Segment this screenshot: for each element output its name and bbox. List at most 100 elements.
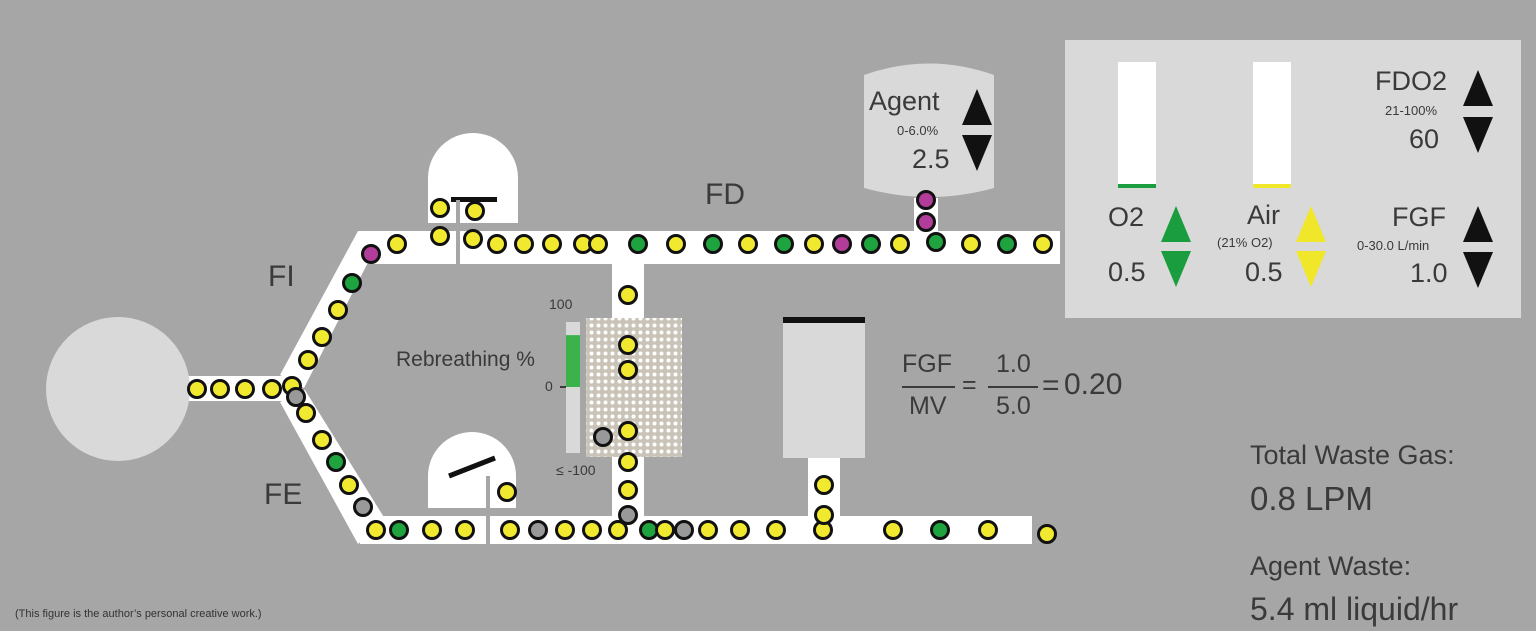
fgf-decrease-arrow-icon[interactable] [1463, 252, 1493, 288]
gas-molecule [528, 520, 548, 540]
gas-molecule [978, 520, 998, 540]
agent-range: 0-6.0% [897, 123, 939, 138]
formula-denominator-label: MV [909, 392, 947, 420]
gas-molecule [618, 452, 638, 472]
gas-molecule [916, 212, 936, 232]
gas-molecule [465, 201, 485, 221]
gas-molecule [326, 452, 346, 472]
rebreathing-gauge-fill [566, 335, 580, 387]
gas-molecule [618, 505, 638, 525]
fgf-value: 1.0 [1410, 258, 1448, 288]
gas-molecule [286, 387, 306, 407]
expiratory-valve [428, 432, 516, 544]
air-decrease-arrow-icon[interactable] [1296, 251, 1326, 287]
gas-molecule [366, 520, 386, 540]
fdo2-increase-arrow-icon[interactable] [1463, 70, 1493, 106]
gas-molecule [639, 520, 659, 540]
agent-value: 2.5 [912, 144, 950, 174]
gas-molecule [890, 234, 910, 254]
gas-molecule [1033, 234, 1053, 254]
fe-label: FE [264, 478, 303, 511]
gas-molecule [930, 520, 950, 540]
total-waste-value: 0.8 LPM [1250, 480, 1373, 517]
gas-molecule [588, 234, 608, 254]
gas-molecule [618, 480, 638, 500]
gas-molecule [389, 520, 409, 540]
air-flow-meter-fill [1253, 184, 1291, 188]
agent-waste-label: Agent Waste: [1250, 551, 1412, 581]
fgf-increase-arrow-icon[interactable] [1463, 206, 1493, 242]
lung-reservoir [46, 317, 190, 461]
gas-molecule [514, 234, 534, 254]
formula-fraction-bar-1 [902, 386, 955, 388]
gas-molecule [422, 520, 442, 540]
gas-molecules [187, 190, 1057, 544]
gas-molecule [861, 234, 881, 254]
gas-molecule [674, 520, 694, 540]
fi-label: FI [268, 260, 295, 293]
gas-molecule [187, 379, 207, 399]
gas-molecule [455, 520, 475, 540]
rebreathing-zero-label: 0 [545, 378, 553, 394]
gas-molecule [542, 234, 562, 254]
formula-numerator-label: FGF [902, 350, 952, 378]
gas-molecule [916, 190, 936, 210]
gas-molecule [814, 505, 834, 525]
gas-molecule [387, 234, 407, 254]
rebreathing-max-label: 100 [549, 296, 573, 312]
gas-molecule [328, 300, 348, 320]
gas-molecule [296, 403, 316, 423]
rebreathing-min-label: ≤ -100 [556, 462, 596, 478]
gas-molecule [487, 234, 507, 254]
air-flow-meter [1253, 62, 1291, 188]
gas-molecule [698, 520, 718, 540]
gas-molecule [774, 234, 794, 254]
fdo2-decrease-arrow-icon[interactable] [1463, 117, 1493, 153]
air-sub-label: (21% O2) [1217, 235, 1273, 250]
gas-molecule [832, 234, 852, 254]
formula-equals-2: = [1042, 369, 1060, 402]
gas-molecule [593, 427, 613, 447]
o2-value: 0.5 [1108, 257, 1146, 287]
gas-molecule [666, 234, 686, 254]
gas-molecule [703, 234, 723, 254]
inspiratory-valve [428, 133, 518, 264]
gas-molecule [1037, 524, 1057, 544]
gas-molecule [628, 234, 648, 254]
gas-molecule [361, 244, 381, 264]
fd-label: FD [705, 178, 745, 211]
agent-decrease-arrow-icon[interactable] [962, 135, 992, 171]
air-value: 0.5 [1245, 257, 1283, 287]
gas-molecule [618, 335, 638, 355]
gas-molecule [262, 379, 282, 399]
gas-molecule [804, 234, 824, 254]
gas-molecule [618, 285, 638, 305]
gas-molecule [814, 475, 834, 495]
gas-molecule [353, 497, 373, 517]
formula-denominator-value: 5.0 [996, 392, 1031, 420]
agent-increase-arrow-icon[interactable] [962, 89, 992, 125]
gas-molecule [883, 520, 903, 540]
fdo2-value: 60 [1409, 124, 1440, 154]
gas-molecule [926, 232, 946, 252]
gas-molecule [312, 430, 332, 450]
gas-molecule [463, 229, 483, 249]
gas-molecule [339, 475, 359, 495]
air-label: Air [1247, 200, 1280, 230]
gas-molecule [997, 234, 1017, 254]
rebreathing-label: Rebreathing % [396, 348, 535, 371]
gas-molecule [555, 520, 575, 540]
scavenger-reservoir [783, 323, 865, 458]
o2-flow-meter-fill [1118, 184, 1156, 188]
o2-decrease-arrow-icon[interactable] [1161, 251, 1191, 287]
gas-molecule [298, 350, 318, 370]
fgf-range: 0-30.0 L/min [1357, 238, 1430, 253]
gas-molecule [235, 379, 255, 399]
gas-molecule [766, 520, 786, 540]
gas-molecule [730, 520, 750, 540]
gas-molecule [430, 226, 450, 246]
o2-increase-arrow-icon[interactable] [1161, 206, 1191, 242]
air-increase-arrow-icon[interactable] [1296, 206, 1326, 242]
